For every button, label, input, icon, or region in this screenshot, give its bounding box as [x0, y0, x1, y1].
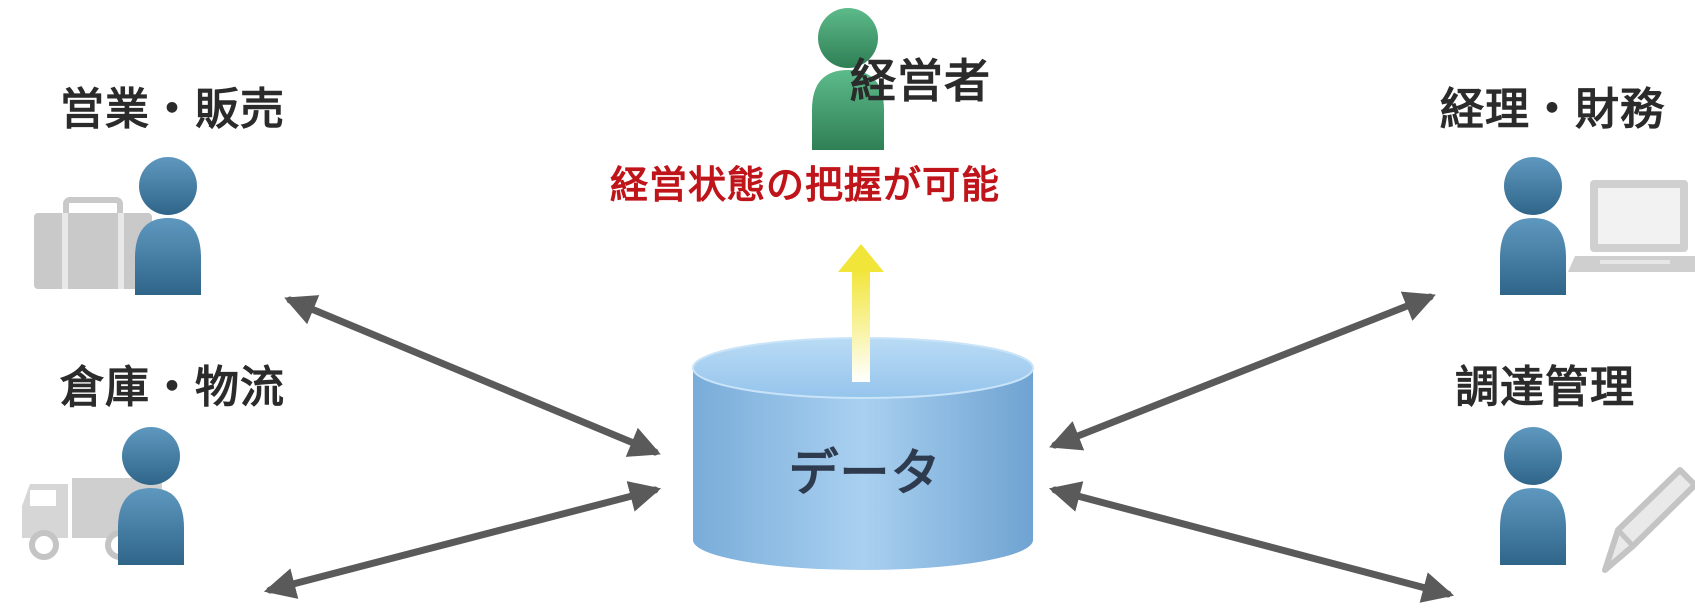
laptop-icon — [1568, 180, 1695, 272]
pencil-icon — [1602, 467, 1695, 573]
person-accounting-icon — [1500, 157, 1566, 295]
department-label-sales: 営業・販売 — [60, 84, 285, 135]
executive-label: 経営者 — [850, 54, 991, 108]
data-label: データ — [788, 444, 942, 502]
person-executive-icon — [812, 8, 884, 150]
up-arrow-icon — [838, 244, 884, 382]
department-label-procurement: 調達管理 — [1455, 362, 1635, 413]
arrow-accounting-data — [1049, 291, 1436, 451]
arrow-procurement-data — [1048, 481, 1455, 603]
person-procurement-icon — [1500, 427, 1566, 565]
arrow-sales-data — [284, 295, 661, 457]
briefcase-icon — [34, 197, 152, 289]
benefit-caption: 経営状態の把握が可能 — [609, 163, 1000, 207]
connector-arrows — [263, 291, 1455, 603]
department-label-accounting: 経理・財務 — [1440, 84, 1665, 135]
arrow-warehouse-data — [263, 481, 662, 599]
department-label-warehouse: 倉庫・物流 — [60, 362, 285, 413]
person-warehouse-icon — [118, 427, 184, 565]
person-sales-icon — [135, 157, 201, 295]
